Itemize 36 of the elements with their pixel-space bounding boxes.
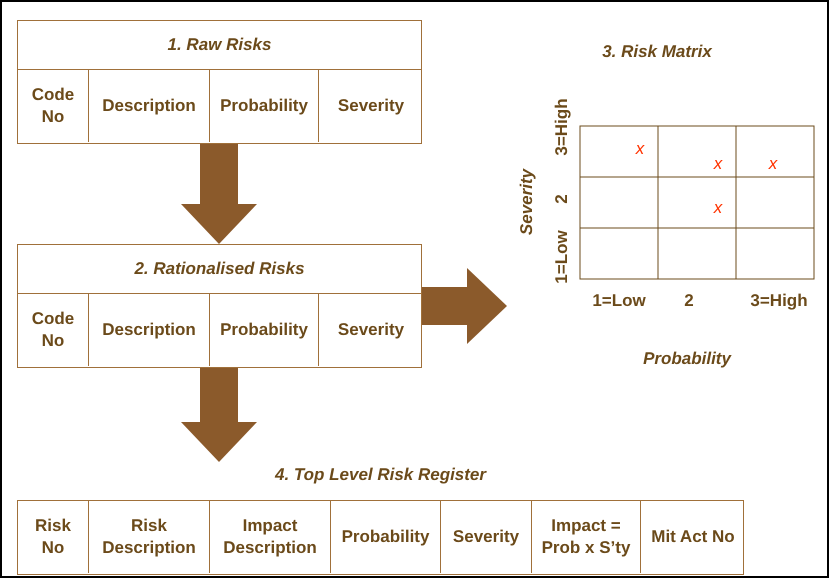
column-header: Code No	[30, 84, 76, 128]
matrix-title: 3. Risk Matrix	[602, 42, 712, 62]
tick-label: 1=Low	[592, 291, 646, 311]
column-header: Probability	[330, 501, 440, 573]
column-header: Code No	[30, 308, 76, 352]
risk-mark: x	[636, 139, 644, 159]
column-header: Severity	[440, 501, 531, 573]
table	[17, 20, 422, 144]
column-header: Impact Description	[209, 501, 330, 573]
block-arrow	[181, 368, 257, 462]
axis-title: Severity	[517, 168, 537, 236]
tick-label: 3=High	[750, 291, 808, 311]
column-header: Severity	[318, 294, 423, 366]
column-header: Probability	[209, 294, 318, 366]
tick-label: 2	[552, 194, 572, 204]
table-title: 1. Raw Risks	[18, 21, 421, 70]
block-arrow	[422, 268, 507, 344]
risk-mark: x	[768, 154, 778, 174]
risk-mark: x	[714, 198, 722, 218]
table-title: 4. Top Level Risk Register	[274, 464, 488, 486]
table-title: 2. Rationalised Risks	[18, 245, 421, 294]
column-header: Risk Description	[88, 501, 209, 573]
column-header: Impact = Prob x S’ty	[531, 501, 640, 573]
block-arrow	[181, 144, 257, 244]
column-header: Risk No	[34, 515, 72, 559]
risk-mark: x	[714, 154, 722, 174]
tick-label: 2	[684, 291, 694, 311]
table	[17, 244, 422, 368]
column-header: Description	[88, 70, 209, 142]
column-header: Mit Act No	[640, 501, 745, 573]
axis-title: Probability	[643, 349, 731, 369]
tick-label: 1=Low	[552, 230, 572, 284]
column-header: Severity	[318, 70, 423, 142]
column-header: Probability	[209, 70, 318, 142]
tick-label: 3=High	[552, 98, 572, 156]
column-header: Description	[88, 294, 209, 366]
